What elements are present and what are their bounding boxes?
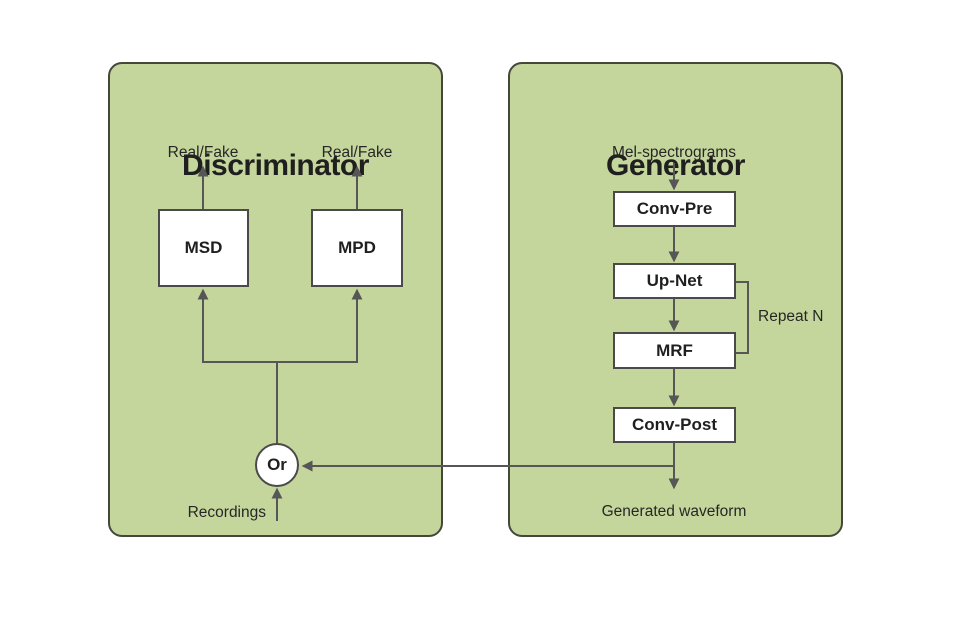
conv-pre-box: Conv-Pre — [613, 191, 736, 227]
generator-panel: Generator — [508, 62, 843, 537]
generated-waveform-label: Generated waveform — [601, 503, 747, 520]
msd-box: MSD — [158, 209, 249, 287]
recordings-label: Recordings — [187, 504, 266, 521]
mpd-label: MPD — [338, 238, 376, 257]
real-fake-label-msd: Real/Fake — [167, 144, 239, 161]
or-label: Or — [267, 455, 287, 474]
mrf-label: MRF — [656, 340, 693, 360]
mel-spectrograms-label: Mel-spectrograms — [611, 144, 737, 161]
mrf-box: MRF — [613, 332, 736, 369]
or-node: Or — [255, 443, 299, 487]
msd-label: MSD — [184, 238, 223, 257]
up-net-label: Up-Net — [646, 271, 703, 290]
generator-title: Generator — [606, 149, 745, 182]
real-fake-label-mpd: Real/Fake — [321, 144, 393, 161]
conv-pre-label: Conv-Pre — [636, 199, 713, 218]
repeat-bracket — [735, 281, 749, 354]
mpd-box: MPD — [311, 209, 403, 287]
repeat-n-label: Repeat N — [758, 308, 824, 325]
conv-post-label: Conv-Post — [632, 415, 717, 434]
conv-post-box: Conv-Post — [613, 407, 736, 443]
discriminator-title: Discriminator — [182, 149, 369, 182]
up-net-box: Up-Net — [613, 263, 736, 299]
